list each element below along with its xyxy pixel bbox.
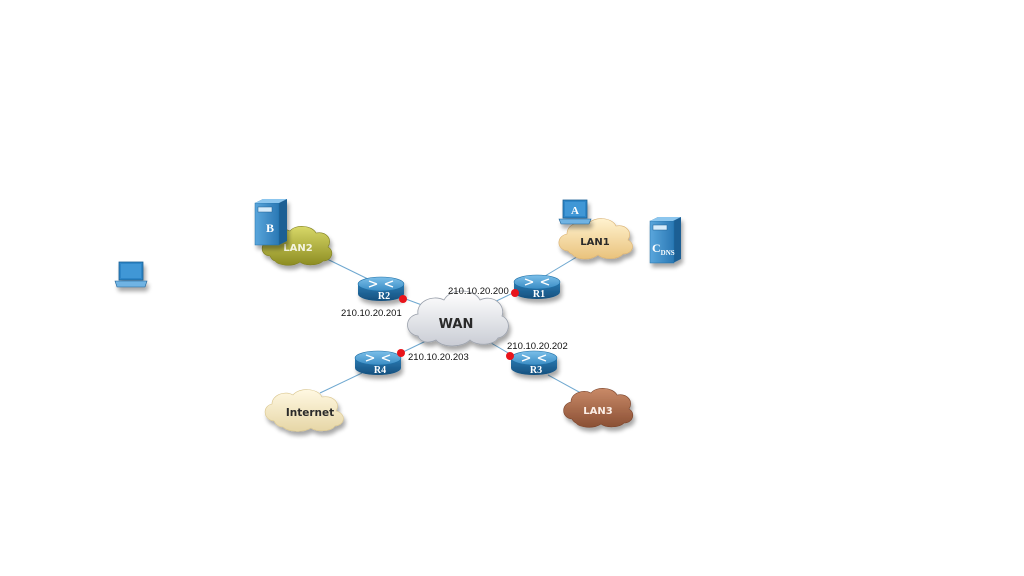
router-r4: R4 — [354, 350, 402, 376]
ip-label-r1: 210.10.20.200 — [448, 286, 509, 297]
link-internet-r4 — [319, 372, 363, 394]
server-c-letter: C — [652, 241, 661, 255]
router-r1: R1 — [513, 274, 561, 300]
lan1-cloud: LAN1 — [558, 218, 633, 260]
lan1-label: LAN1 — [580, 237, 609, 248]
laptop-a: A — [558, 199, 592, 225]
wan-label: WAN — [439, 317, 474, 332]
router-r1-label: R1 — [533, 289, 545, 300]
link-lan2-r2 — [324, 257, 371, 281]
internet-cloud: Internet — [264, 389, 344, 432]
ip-label-r2: 210.10.20.201 — [341, 308, 402, 319]
lan2-label: LAN2 — [283, 243, 312, 254]
router-r4-label: R4 — [374, 365, 386, 376]
interface-dot-r4 — [397, 349, 405, 357]
server-c-label: CDNS — [652, 241, 675, 257]
server-b: B — [254, 199, 287, 246]
lan3-cloud: LAN3 — [563, 388, 634, 428]
interface-dot-r2 — [399, 295, 407, 303]
internet-label: Internet — [286, 407, 334, 419]
server-b-label: B — [266, 221, 274, 235]
router-r2: R2 — [357, 276, 405, 302]
server-c-subscript: DNS — [661, 249, 675, 257]
router-r2-label: R2 — [378, 291, 390, 302]
router-r3-label: R3 — [530, 365, 542, 376]
wan-cloud: WAN — [407, 290, 509, 347]
ip-label-r3: 210.10.20.202 — [507, 341, 568, 352]
laptop-icon — [114, 261, 148, 288]
laptop-a-label: A — [571, 205, 579, 217]
interface-dots — [397, 289, 519, 360]
server-c-dns: CDNS — [649, 217, 681, 264]
router-r3: R3 — [510, 350, 558, 376]
interface-dot-r1 — [511, 289, 519, 297]
ip-label-r4: 210.10.20.203 — [408, 352, 469, 363]
link-r4-wan — [400, 339, 429, 354]
interface-dot-r3 — [506, 352, 514, 360]
lan3-label: LAN3 — [583, 406, 612, 417]
